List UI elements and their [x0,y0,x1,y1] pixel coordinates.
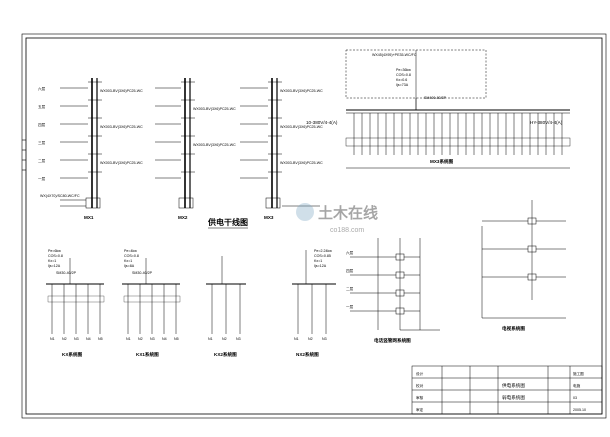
nx2-circuit: N3 [322,337,327,341]
title-block-row: 校对 [416,383,424,388]
branch-annotation: WX003-BV(3X6)PC25-WC [100,125,143,129]
mx3-calc-cos: COS=0.8 [396,73,411,77]
title-block-date: 2005.10 [573,408,586,412]
kx2-circuit: N1 [208,337,213,341]
kx-calc-cos: COS=0.8 [48,254,63,258]
nx2-circuit: N1 [294,337,299,341]
branch-annotation: WX003-BV(3X6)PC25-WC [280,161,323,165]
title-block [411,365,603,415]
kx-circuit: N4 [86,337,91,341]
riser-tag-mx2: MX2 [178,215,188,220]
kx1-calc-pe: Pe=4kw [124,249,137,253]
watermark: 土木在线 co188.com [296,203,378,234]
nx2-calc-ijs: Ijs=12A [314,264,327,268]
kx1-circuit: N4 [162,337,167,341]
kx1-calc-ijs: Ijs=8A [124,264,135,268]
riser-tag-mx3: MX3 [264,215,274,220]
title-block-stage: 施工图 [573,371,584,376]
title-block-row: 设计 [416,371,424,376]
mx3-feeder-label: WX45(4X95)+PE35-WC/FC [372,53,417,57]
nx2-calc-cos: COS=0.85 [314,254,331,258]
riser-diagram-mx2 [155,78,195,209]
kx2-diagram-title: KX2系统图 [214,351,237,358]
kx-calc-kx: Kx=1 [48,259,56,263]
tv-system-diagram [481,200,566,319]
kx2-system-diagram [206,256,246,334]
kx-circuit: N3 [74,337,79,341]
branch-annotation: WX003-BV(3X6)PC25-WC [193,143,236,147]
mx3-calc-ijs: Ijs=73A [396,83,409,87]
kx1-breaker: SM30-40/2P [132,271,153,275]
watermark-en: co188.com [330,227,364,234]
title-block-drawing-name: 供电系统图 [502,382,525,389]
floor-label: 四层 [38,122,46,127]
nx2-circuit: N2 [308,337,313,341]
kx-breaker: SM30-40/2P [56,271,77,275]
mx3-panel-diagram [345,49,571,169]
kx1-system-diagram [122,258,181,334]
mx3-calc-pe: Pe=36kw [396,68,411,72]
floor-label: 六层 [346,250,354,255]
nx2-calc-kx: Kx=1 [314,259,322,263]
floor-label: 四层 [346,268,354,273]
title-block-row: 审定 [416,407,424,412]
floor-label: 一层 [38,176,46,181]
riser-diagram-mx1 [60,78,102,209]
kx1-circuit: N3 [150,337,155,341]
kx-calc-ijs: Ijs=12A [48,264,61,268]
kx-system-diagram [46,258,105,334]
riser-diagram-mx3 [240,78,320,209]
branch-annotation: WX003-BV(3X6)PC25-WC [100,161,143,165]
kx-circuit: N2 [62,337,67,341]
kx-circuit: N5 [98,337,103,341]
mx3-breaker-label: SM400-80/3P [424,96,447,100]
title-block-discipline: 电施 [573,383,581,388]
mx3-left-tag: 10-380V/4-4(A) [306,120,338,125]
branch-annotation: WX003-BV(3X6)PC25-WC [100,89,143,93]
kx2-circuit: N3 [236,337,241,341]
kx-circuit: N1 [50,337,55,341]
floor-label: 五层 [38,104,46,109]
floor-label: 二层 [38,158,46,163]
kx1-calc-cos: COS=0.8 [124,254,139,258]
phone-riser-diagram [350,238,440,331]
mx3-calc-kx: Kx=0.6 [396,78,407,82]
floor-label: 一层 [346,304,354,309]
phone-diagram-title: 电话竖管网系统图 [374,337,411,344]
mx3-panel-title: MX3系统图 [430,158,454,165]
branch-annotation: WX003-BV(3X6)PC25-WC [280,89,323,93]
title-block-drawing-name: 弱电系统图 [502,394,525,401]
kx1-diagram-title: KX1系统图 [136,351,159,358]
kx-diagram-title: KX系统图 [62,351,83,358]
nx2-calc-pe: Pe=2.24kw [314,249,332,253]
watermark-cn: 土木在线 [318,204,378,222]
branch-annotation: WX003-BV(3X6)PC25-WC [280,125,323,129]
kx1-circuit: N2 [138,337,143,341]
kx1-circuit: N1 [126,337,131,341]
main-feed-annotation: WX(4X70)/SC80-WC/FC [40,194,80,198]
floor-label: 三层 [38,140,46,145]
riser-tag-mx1: MX1 [84,215,94,220]
title-block-sheet-no: 03 [573,396,577,400]
kx2-circuit: N2 [222,337,227,341]
mx3-right-tag: HY-380V/4-4(A) [530,120,563,125]
kx1-circuit: N5 [174,337,179,341]
riser-diagram-title: 供电干线图 [207,217,248,227]
sheet-border [21,33,607,419]
mx3-branch-circuits [353,113,563,155]
nx2-system-diagram [292,250,336,334]
kx1-calc-kx: Kx=1 [124,259,132,263]
kx-calc-pe: Pe=6kw [48,249,61,253]
floor-label: 二层 [346,286,354,291]
title-block-row: 审核 [416,395,424,400]
branch-annotation: WX003-BV(3X6)PC25-WC [193,107,236,111]
tv-diagram-title: 电视系统图 [502,325,525,332]
floor-label: 六层 [38,86,46,91]
nx2-diagram-title: NX2系统图 [296,351,319,358]
